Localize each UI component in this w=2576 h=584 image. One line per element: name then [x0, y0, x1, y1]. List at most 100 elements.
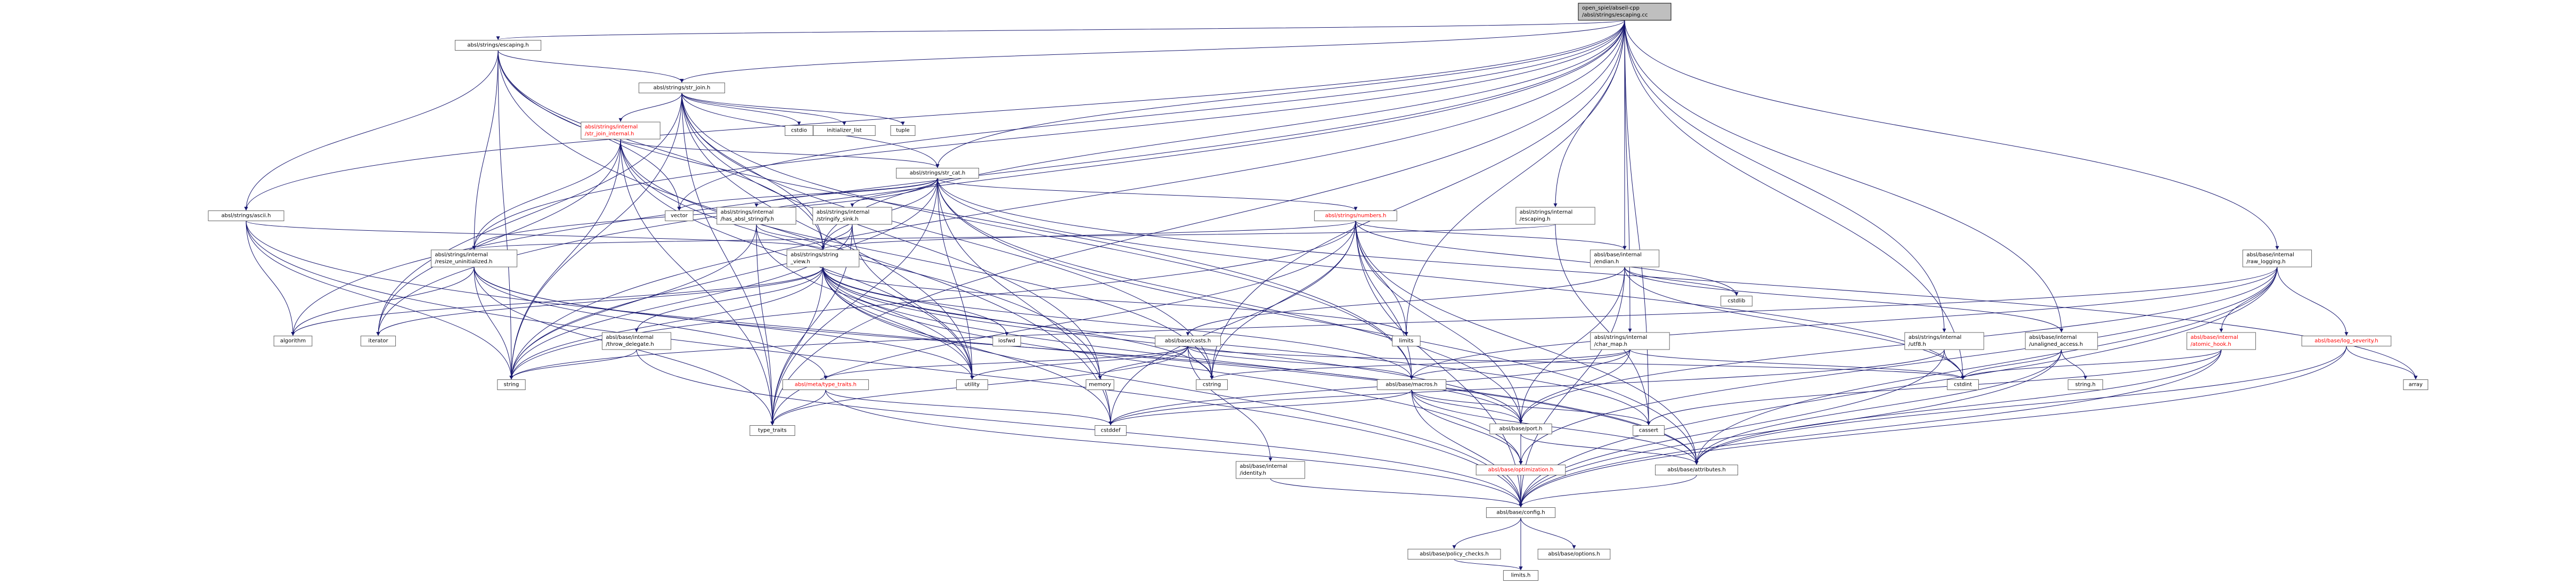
- edge-macros-to-config: [1411, 390, 1523, 508]
- node-label: initializer_list: [827, 128, 862, 134]
- edge-str_join_internal-to-type_traits: [620, 139, 775, 426]
- node-label: iosfwd: [998, 338, 1015, 344]
- edge-str_cat-to-string: [509, 178, 938, 380]
- edge-numbers-to-limits: [1355, 221, 1408, 336]
- edge-type_traits_meta-to-config: [825, 390, 1523, 508]
- graph-node-stringify-sink[interactable]: absl/strings/internal/stringify_sink.h: [812, 207, 892, 225]
- graph-node-str-join[interactable]: absl/strings/str_join.h: [638, 83, 725, 93]
- edge-raw_logging-to-port: [1519, 266, 2278, 424]
- node-label: tuple: [896, 128, 910, 134]
- node-box: [1086, 379, 1114, 390]
- graph-node-options[interactable]: absl/base/options.h: [1537, 549, 1611, 559]
- graph-node-unaligned-access[interactable]: absl/base/internal/unaligned_access.h: [2025, 332, 2098, 350]
- graph-node-identity[interactable]: absl/base/internal/identity.h: [1235, 461, 1306, 479]
- edge-string_view-to-iterator: [376, 266, 824, 336]
- edge-config-to-policy_checks: [1452, 517, 1521, 549]
- graph-node-escaping-h[interactable]: absl/strings/escaping.h: [454, 40, 542, 51]
- graph-node-casts[interactable]: absl/base/casts.h: [1155, 336, 1221, 346]
- edge-casts-to-identity: [1187, 346, 1273, 461]
- edge-escaping_h-to-string_view: [498, 50, 825, 250]
- edge-policy_checks-to-limits_h: [1454, 559, 1523, 571]
- node-label: absl/strings/str_join.h: [654, 85, 711, 91]
- edge-root-to-char_map: [1624, 20, 1632, 332]
- node-label: /absl/strings/escaping.cc: [1582, 12, 1648, 18]
- edge-root-to-escaping_h: [496, 20, 1625, 40]
- edge-utf8-to-config: [1519, 349, 1945, 508]
- node-box: [1196, 379, 1228, 390]
- node-box: [1633, 425, 1665, 436]
- node-label: cassert: [1639, 428, 1658, 434]
- graph-node-utf8[interactable]: absl/strings/internal/utf8.h: [1904, 332, 1984, 350]
- edge-root-to-string: [509, 20, 1625, 380]
- graph-node-char-map[interactable]: absl/strings/internal/char_map.h: [1590, 332, 1670, 350]
- graph-node-config[interactable]: absl/base/config.h: [1486, 507, 1556, 518]
- edge-str_join_internal-to-iterator: [376, 139, 621, 336]
- graph-node-utility: utility: [956, 379, 988, 390]
- graph-node-log-severity[interactable]: absl/base/log_severity.h: [2301, 336, 2392, 346]
- graph-node-internal-escaping[interactable]: absl/strings/internal/escaping.h: [1515, 207, 1595, 225]
- edge-str_cat-to-vector: [677, 178, 938, 211]
- graph-node-raw-logging[interactable]: absl/base/internal/raw_logging.h: [2242, 249, 2312, 267]
- graph-node-str-join-internal[interactable]: absl/strings/internal/str_join_internal.…: [581, 121, 661, 140]
- graph-node-array: array: [2403, 379, 2428, 390]
- edge-root-to-utf8: [1624, 20, 1946, 332]
- edge-root-to-iterator: [376, 20, 1625, 336]
- edge-has_absl_stringify-to-type_traits: [756, 224, 775, 426]
- node-label: absl/strings/string: [790, 252, 838, 258]
- edge-root-to-unaligned_access: [1624, 20, 2064, 332]
- graph-node-string-view[interactable]: absl/strings/string_view.h: [786, 249, 860, 267]
- node-label: string: [504, 382, 519, 388]
- edge-string_view-to-cassert: [822, 266, 1651, 426]
- graph-node-tuple: tuple: [890, 125, 916, 136]
- dependency-edges: [244, 20, 2418, 571]
- graph-node-numbers[interactable]: absl/strings/numbers.h: [1314, 210, 1397, 221]
- edge-log_severity-to-array: [2346, 346, 2418, 380]
- graph-node-optimization[interactable]: absl/base/optimization.h: [1476, 465, 1566, 475]
- edge-raw_logging-to-attributes: [1694, 266, 2278, 465]
- edge-endian-to-casts: [1186, 266, 1625, 336]
- graph-node-str-cat[interactable]: absl/strings/str_cat.h: [896, 168, 979, 179]
- graph-node-macros[interactable]: absl/base/macros.h: [1376, 379, 1447, 390]
- node-box: [749, 425, 795, 436]
- graph-node-string-h: string.h: [2067, 379, 2104, 390]
- node-box: [1489, 424, 1552, 434]
- graph-node-policy-checks[interactable]: absl/base/policy_checks.h: [1407, 549, 1501, 559]
- edge-numbers-to-port: [1355, 221, 1523, 424]
- edge-escaping_h-to-string: [498, 50, 513, 380]
- graph-node-attributes[interactable]: absl/base/attributes.h: [1655, 465, 1738, 475]
- edge-str_join_internal-to-str_cat: [620, 139, 940, 168]
- node-box: [1376, 379, 1447, 390]
- edge-raw_logging-to-macros: [1409, 266, 2278, 380]
- node-label: absl/base/internal: [2246, 252, 2294, 258]
- edge-ascii-to-string: [246, 221, 513, 380]
- node-box: [1590, 332, 1670, 350]
- node-box: [638, 83, 725, 93]
- node-box: [360, 336, 396, 346]
- graph-node-initializer-list: initializer_list: [813, 125, 876, 136]
- graph-node-throw-delegate[interactable]: absl/base/internal/throw_delegate.h: [601, 332, 672, 350]
- graph-node-ascii[interactable]: absl/strings/ascii.h: [208, 210, 284, 221]
- node-label: absl/strings/numbers.h: [1325, 213, 1387, 219]
- node-box: [785, 125, 813, 136]
- graph-nodes: open_spiel/abseil-cpp/absl/strings/escap…: [208, 3, 2428, 581]
- graph-node-iosfwd: iosfwd: [992, 336, 1021, 346]
- edge-atomic_hook-to-config: [1519, 349, 2222, 508]
- edge-str_join_internal-to-resize_uninitialized: [472, 139, 621, 250]
- graph-node-type-traits-meta[interactable]: absl/meta/type_traits.h: [782, 379, 869, 390]
- edge-string_view-to-config: [822, 266, 1523, 508]
- node-box: [2301, 336, 2392, 346]
- graph-node-atomic-hook[interactable]: absl/base/internal/atomic_hook.h: [2186, 332, 2256, 350]
- graph-node-limits: limits: [1392, 336, 1421, 346]
- node-label: absl/base/macros.h: [1385, 382, 1437, 388]
- graph-node-port[interactable]: absl/base/port.h: [1489, 424, 1552, 434]
- edge-root-to-str_cat: [935, 20, 1625, 168]
- edge-escaping_h-to-str_join: [498, 50, 684, 83]
- graph-node-endian[interactable]: absl/base/internal/endian.h: [1589, 249, 1660, 267]
- graph-node-root: open_spiel/abseil-cpp/absl/strings/escap…: [1578, 3, 1672, 21]
- edge-has_absl_stringify-to-string_view: [756, 224, 825, 250]
- graph-node-has-absl-stringify[interactable]: absl/strings/internal/has_absl_stringify…: [716, 207, 796, 225]
- node-label: vector: [671, 213, 688, 219]
- graph-node-cstring: cstring: [1196, 379, 1228, 390]
- node-label: absl/strings/internal: [1520, 209, 1573, 215]
- graph-node-resize-uninitialized[interactable]: absl/strings/internal/resize_uninitializ…: [430, 249, 518, 267]
